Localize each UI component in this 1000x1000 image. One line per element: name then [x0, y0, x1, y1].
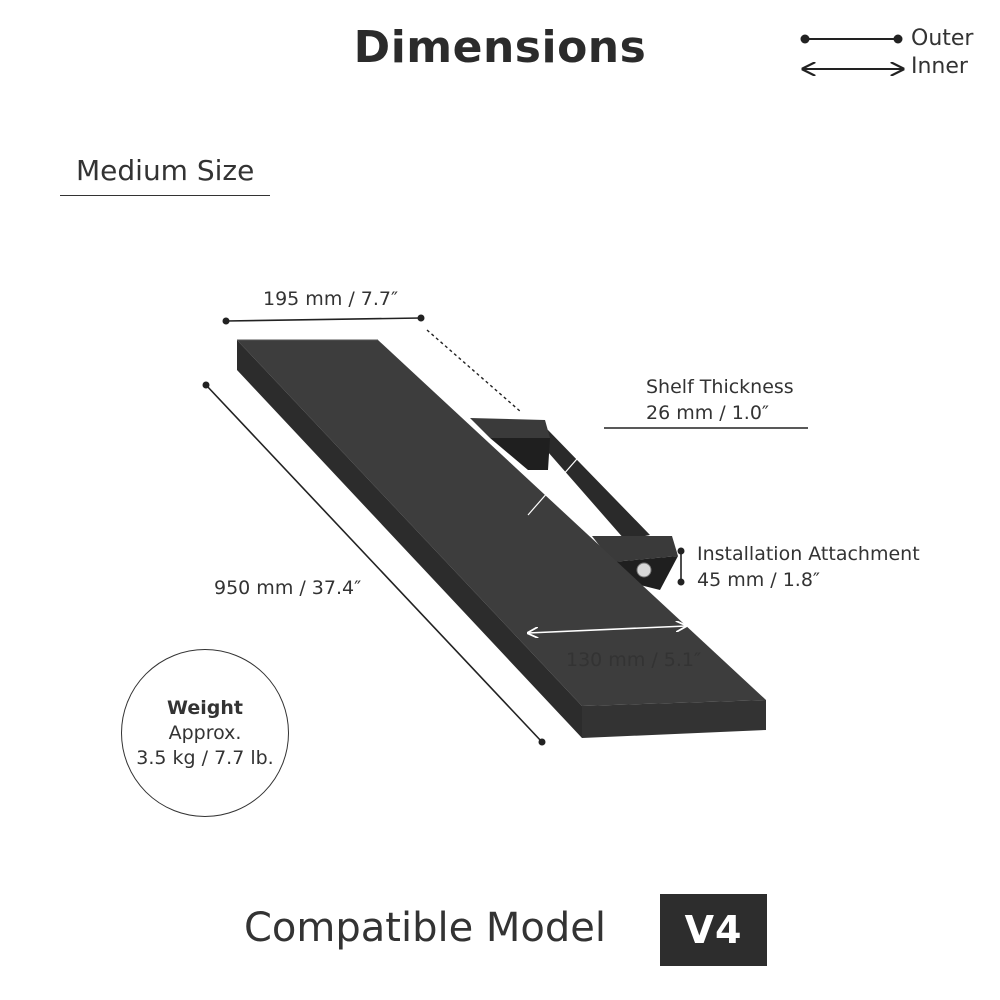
thickness-leader-line: [527, 427, 808, 516]
thickness-title: Shelf Thickness: [646, 376, 794, 398]
model-badge: V4: [660, 894, 767, 966]
length-dimension-line: [202, 381, 546, 746]
mounting-bracket: [470, 418, 678, 590]
thickness-value: 26 mm / 1.0″: [646, 402, 770, 424]
attachment-annotation: Installation Attachment 45 mm / 1.8″: [697, 541, 920, 593]
width-dimension-line: [222, 314, 522, 413]
size-label-underline: [60, 195, 270, 196]
attachment-title: Installation Attachment: [697, 543, 920, 565]
compatible-model-label: Compatible Model: [244, 905, 606, 951]
shelf-body: [237, 339, 766, 738]
legend-outer-label: Outer: [911, 26, 974, 51]
attachment-value: 45 mm / 1.8″: [697, 569, 821, 591]
depth-dimension-label: 130 mm / 5.1″: [566, 649, 702, 671]
page-title: Dimensions: [353, 22, 647, 73]
weight-title: Weight: [167, 696, 243, 719]
attachment-dimension-line: [677, 547, 685, 586]
thickness-annotation: Shelf Thickness 26 mm / 1.0″: [646, 374, 794, 426]
size-label: Medium Size: [76, 154, 255, 187]
legend-outer-line: [800, 34, 903, 44]
weight-line-approx: Approx.: [168, 721, 242, 744]
weight-value: 3.5 kg / 7.7 lb.: [136, 746, 274, 769]
width-dimension-label: 195 mm / 7.7″: [263, 288, 399, 310]
length-dimension-label: 950 mm / 37.4″: [214, 577, 362, 599]
depth-inner-dimension-line: [528, 626, 686, 633]
legend-inner-label: Inner: [911, 54, 968, 79]
weight-badge: Weight Approx. 3.5 kg / 7.7 lb.: [121, 649, 289, 817]
